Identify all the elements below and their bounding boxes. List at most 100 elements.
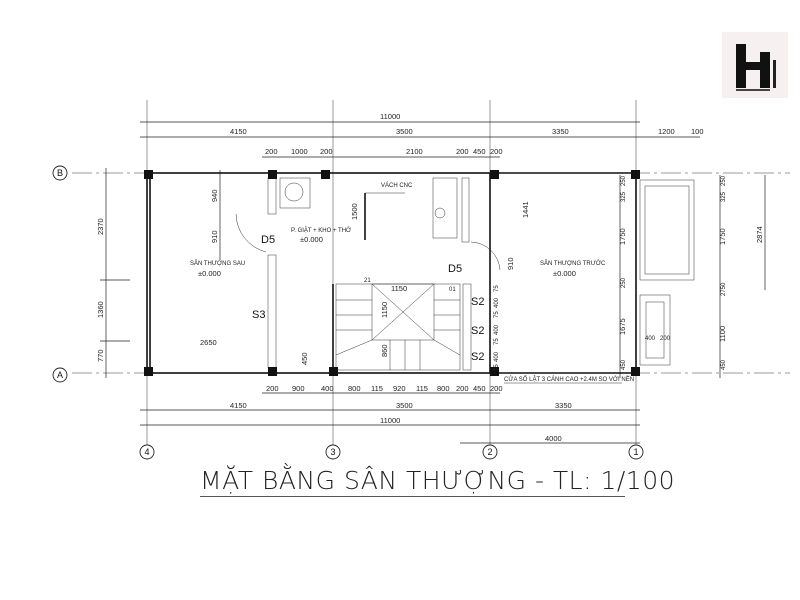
- axis-b: B: [57, 168, 63, 178]
- dim: 75: [494, 364, 500, 371]
- room-labels: P. GIẶT + KHO + THỜ ±0.000 SÂN THƯỢNG SA…: [190, 182, 634, 384]
- columns: [144, 170, 640, 376]
- window-note: CỬA SỔ LẬT 3 CÁNH CAO +2.4M SO VỚI NỀN: [504, 376, 634, 383]
- title-underline: [200, 496, 625, 497]
- drawing-title: MẶT BẰNG SÂN THƯỢNG - TL: 1/100: [200, 466, 676, 495]
- dim: 800: [437, 384, 450, 393]
- dim: 900: [292, 384, 305, 393]
- dim-total-bottom: 11000: [380, 416, 400, 425]
- window-tag-s2: S2: [471, 296, 484, 308]
- dim: 200: [660, 336, 671, 342]
- dim: 800: [348, 384, 361, 393]
- dim: 3350: [552, 127, 569, 136]
- bottom-dimensions: 200 900 400 800 115 920 115 800 200 450 …: [230, 384, 572, 443]
- dim: 4000: [545, 434, 562, 443]
- dim: 1360: [96, 301, 105, 318]
- dimension-lines: [100, 121, 766, 444]
- dim: 200: [490, 384, 503, 393]
- room-label-front-terrace: SÂN THƯỢNG TRƯỚC: [540, 260, 606, 267]
- dim: 2650: [200, 338, 217, 347]
- dim: 1441: [521, 201, 530, 218]
- dim: 100: [691, 127, 704, 136]
- dim: 450: [721, 359, 727, 370]
- dim: 3350: [555, 401, 572, 410]
- dim: 910: [506, 257, 515, 270]
- dim: 325: [621, 191, 627, 202]
- dim: 325: [721, 191, 727, 202]
- dim: 200: [490, 147, 503, 156]
- dim: 1750: [618, 228, 627, 245]
- window-tag-s2: S2: [471, 325, 484, 337]
- dim: 860: [380, 344, 389, 357]
- dim: 75: [494, 311, 500, 318]
- dim: 1150: [391, 284, 407, 293]
- dim: 1675: [618, 318, 627, 335]
- dim: 115: [416, 384, 428, 393]
- dim: 4150: [230, 127, 247, 136]
- door-tag-d5: D5: [261, 234, 275, 246]
- level-front: ±0.000: [553, 269, 576, 278]
- walls: [146, 172, 695, 374]
- dim: 75: [494, 338, 500, 345]
- dim: 200: [265, 147, 278, 156]
- dim: 1750: [718, 228, 727, 245]
- dim: 400: [645, 336, 656, 342]
- dim: 75: [494, 285, 500, 292]
- dim: 400: [321, 384, 334, 393]
- dim: 1200: [658, 127, 675, 136]
- dim: 2874: [755, 226, 764, 243]
- axis-3: 3: [330, 447, 335, 457]
- dim: 2100: [406, 147, 423, 156]
- level-laundry: ±0.000: [300, 235, 323, 244]
- axis-4: 4: [144, 447, 149, 457]
- dim: 770: [96, 349, 105, 362]
- dim: 200: [456, 384, 469, 393]
- window-tag-s2: S2: [471, 351, 484, 363]
- dim: 200: [320, 147, 333, 156]
- dim: 21: [364, 278, 371, 284]
- dim: 2370: [96, 218, 105, 235]
- partition-label: VÁCH CNC: [381, 182, 413, 189]
- dim: 4150: [230, 401, 247, 410]
- dim: 250: [621, 175, 627, 186]
- door-tag-d5: D5: [448, 263, 462, 275]
- axis-1: 1: [633, 447, 638, 457]
- dim: 1150: [380, 302, 389, 318]
- dim: 115: [371, 384, 383, 393]
- top-dimensions: 11000 4150 3500 3350 1200 100 200 1000 2…: [230, 112, 704, 156]
- dim: 1100: [718, 326, 727, 342]
- axis-bubbles: B A 4 3 2 1: [52, 165, 644, 460]
- dim: 01: [449, 287, 456, 293]
- dim: 450: [300, 352, 309, 365]
- dim: 250: [621, 277, 627, 288]
- dim: 1000: [291, 147, 308, 156]
- dim: 920: [393, 384, 406, 393]
- level-rear: ±0.000: [198, 269, 221, 278]
- left-dimensions: 2370 1360 770: [96, 218, 105, 362]
- dim: 450: [473, 384, 486, 393]
- dim: 940: [210, 189, 219, 202]
- dim: 450: [621, 359, 627, 370]
- dim: 200: [456, 147, 469, 156]
- dim: 250: [721, 175, 727, 186]
- right-dimensions: 250 325 1750 250 1675 400 200 450 250 32…: [618, 175, 764, 370]
- inner-dimensions: 940 910 1500 1441 910 2650 450 1150 1150…: [200, 189, 530, 371]
- dim: 3500: [396, 127, 413, 136]
- room-label-rear-terrace: SÂN THƯỢNG SAU: [190, 260, 245, 267]
- dim: 1500: [350, 203, 359, 220]
- window-tag-s3: S3: [252, 309, 265, 321]
- dim: 450: [473, 147, 486, 156]
- logo-mark: [736, 44, 776, 91]
- axis-2: 2: [487, 447, 492, 457]
- housetalk-logo: [722, 32, 788, 98]
- dim: 400: [494, 324, 500, 335]
- dim: 2750: [721, 282, 727, 296]
- dim: 400: [494, 351, 500, 362]
- dim-total-top: 11000: [380, 112, 400, 121]
- dim: 3500: [396, 401, 413, 410]
- dim: 200: [266, 384, 279, 393]
- dim: 400: [494, 297, 500, 308]
- dim: 910: [210, 230, 219, 243]
- axis-a: A: [57, 370, 63, 380]
